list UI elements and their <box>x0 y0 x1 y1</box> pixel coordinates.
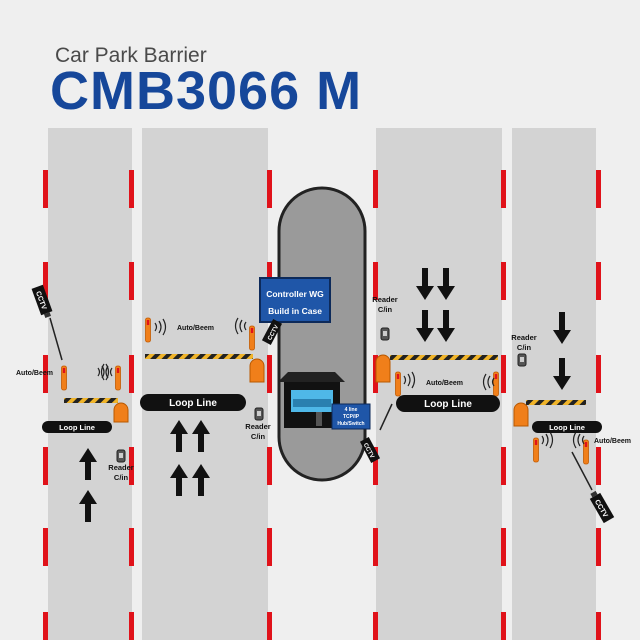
auto-beem-label-2: Auto/Beem <box>177 325 214 332</box>
barrier-arm-4 <box>526 400 586 405</box>
loop-lines: Loop Line Loop Line Loop Line Loop Line <box>42 394 602 433</box>
barrier-arm-2 <box>145 354 253 359</box>
loop-line-label-2: Loop Line <box>169 398 217 409</box>
subtitle: Car Park Barrier <box>55 44 207 67</box>
reader-label-2: Reader <box>245 422 271 431</box>
auto-beem-label-1: Auto/Beem <box>16 370 53 377</box>
lane-4 <box>512 128 596 640</box>
auto-beem-labels: Auto/Beem Auto/Beem Auto/Beem Auto/Beem <box>16 325 631 445</box>
barrier-gate-2 <box>249 358 265 383</box>
network-label-2: TCP/IP <box>343 414 360 420</box>
auto-beem-label-4: Auto/Beem <box>594 438 631 445</box>
auto-beem-label-3: Auto/Beem <box>426 380 463 387</box>
barrier-gate-3 <box>375 354 391 383</box>
loop-line-label-4: Loop Line <box>549 423 585 432</box>
reader-label-1: Reader <box>108 463 134 472</box>
reader-sub-3: C/in <box>378 305 393 314</box>
booth-icon <box>278 372 345 428</box>
barrier-gate-1 <box>113 402 129 423</box>
barrier-arm-1 <box>64 398 118 403</box>
barrier-arms <box>64 354 586 405</box>
loop-line-label-3: Loop Line <box>424 399 472 410</box>
loop-line-3 <box>396 395 500 412</box>
barrier-gate-icon <box>113 354 529 427</box>
reader-sub-1: C/in <box>114 473 129 482</box>
barrier-arm-3 <box>390 355 498 360</box>
loop-line-label-1: Loop Line <box>59 423 95 432</box>
network-label-3: Hub/Switch <box>337 421 364 427</box>
network-hub-box: 4 line TCP/IP Hub/Switch <box>331 403 371 430</box>
loop-line-4 <box>532 421 602 433</box>
controller-label-2: Build in Case <box>268 306 322 316</box>
controller-box: Controller WG Build in Case <box>259 277 331 323</box>
network-label-1: 4 line <box>345 407 358 413</box>
reader-sub-4: C/in <box>517 343 532 352</box>
title: CMB3066 M <box>50 61 363 121</box>
loop-line-1 <box>42 421 112 433</box>
card-readers: Reader C/in Reader C/in Reader C/in Read… <box>108 295 537 482</box>
barrier-gate-4 <box>513 402 529 427</box>
curb-markers <box>43 170 601 640</box>
reader-label-4: Reader <box>511 333 537 342</box>
lane-2 <box>142 128 268 640</box>
controller-label-1: Controller WG <box>266 289 324 299</box>
reader-sub-2: C/in <box>251 432 266 441</box>
central-island <box>277 186 367 482</box>
loop-line-2 <box>140 394 246 411</box>
reader-label-3: Reader <box>372 295 398 304</box>
